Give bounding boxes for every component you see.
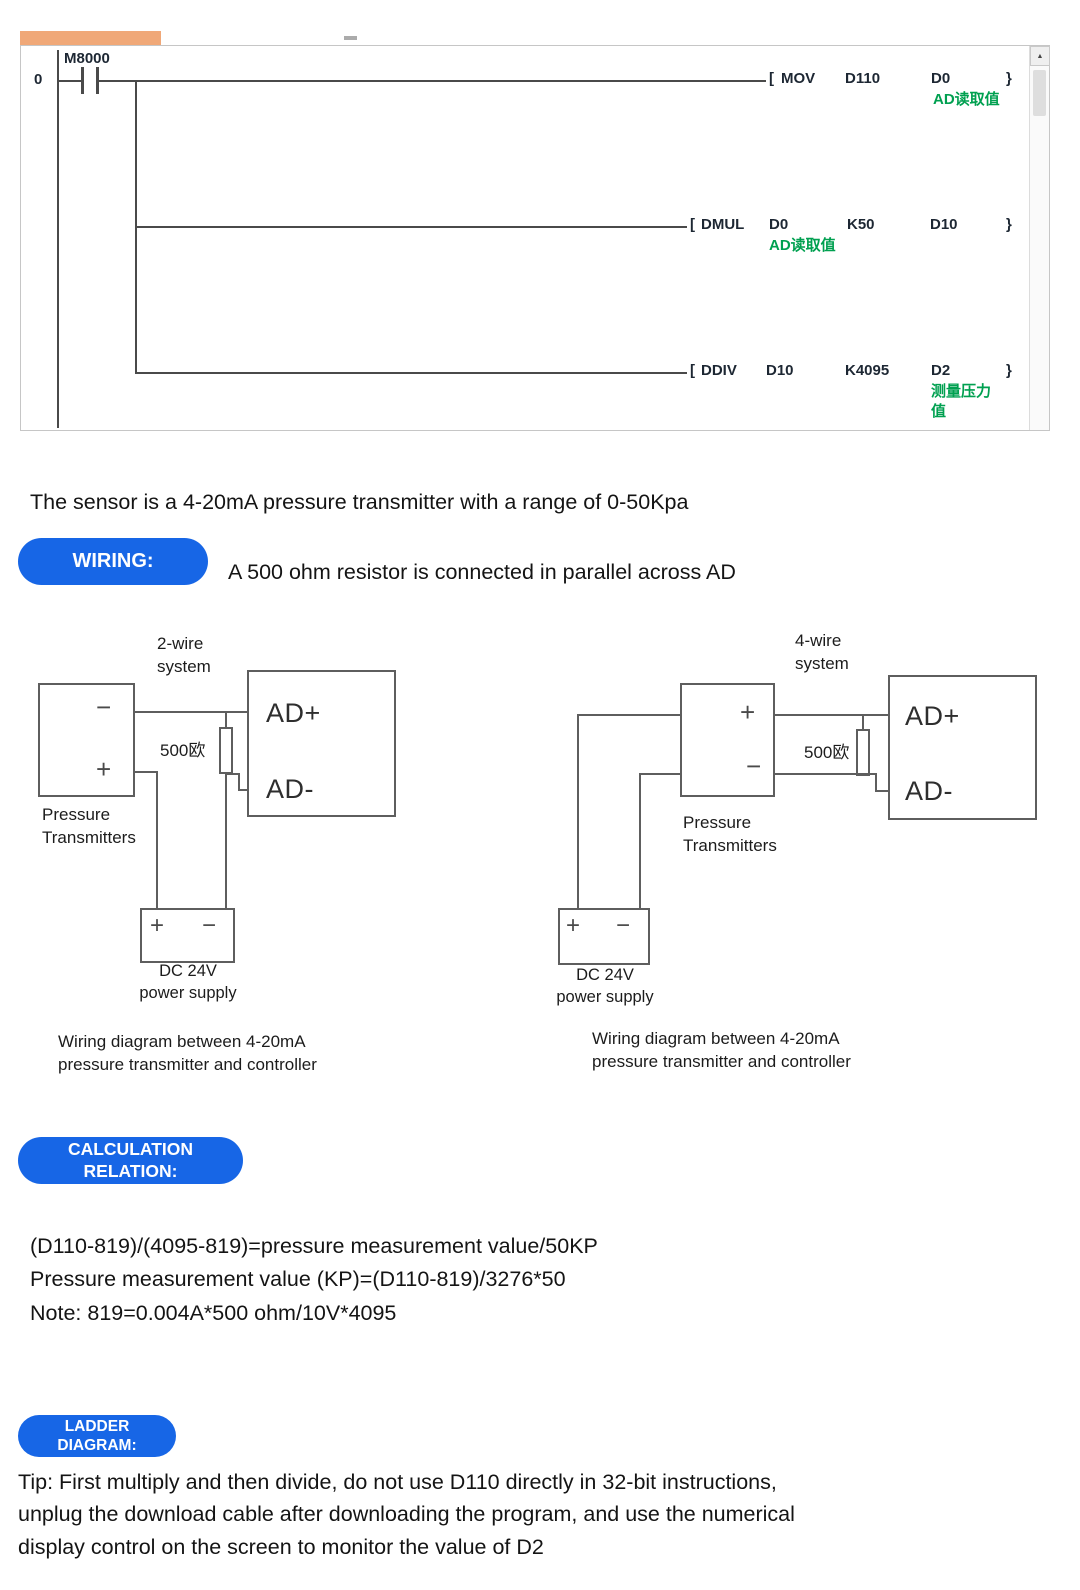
instruction-mnemonic: DDIV bbox=[701, 362, 737, 379]
rung1-wire bbox=[99, 80, 766, 82]
calc-line: Pressure measurement value (KP)=(D110-81… bbox=[30, 1267, 566, 1292]
power-wire-plus-down bbox=[577, 714, 579, 908]
psu-label: DC 24V power supply bbox=[556, 966, 654, 1007]
ad-module-box bbox=[247, 670, 396, 817]
signal-wire bbox=[775, 714, 888, 716]
resistor-500ohm bbox=[856, 729, 870, 776]
pressure-transmitter-box bbox=[38, 683, 135, 797]
power-wire-minus bbox=[640, 773, 680, 775]
ad-minus-jog bbox=[238, 773, 240, 791]
operand: D110 bbox=[845, 70, 881, 87]
signal-wire bbox=[135, 711, 247, 713]
ladder-editor-panel bbox=[20, 45, 1050, 431]
rung1-wire-left bbox=[58, 80, 83, 82]
resistor-500ohm bbox=[219, 727, 233, 774]
operand: K4095 bbox=[845, 362, 890, 379]
operand: D0 bbox=[769, 216, 789, 233]
resistor-label: 500欧 bbox=[804, 743, 850, 762]
resistor-label: 500欧 bbox=[160, 741, 206, 760]
contact-bar-left bbox=[81, 67, 84, 94]
rung-number: 0 bbox=[34, 71, 43, 88]
instruction-mnemonic: DMUL bbox=[701, 216, 745, 233]
power-wire-minus-down bbox=[639, 773, 641, 908]
ladder-diagram-badge: LADDER DIAGRAM: bbox=[18, 1415, 176, 1457]
operand: D0 bbox=[931, 70, 951, 87]
contact-device-label: M8000 bbox=[64, 50, 110, 67]
psu-label: DC 24V power supply bbox=[139, 962, 237, 1003]
calc-line: Note: 819=0.004A*500 ohm/10V*4095 bbox=[30, 1300, 397, 1325]
resistor-lead-top bbox=[862, 714, 864, 730]
power-supply-box bbox=[558, 908, 650, 965]
instr-close-bracket: } bbox=[1006, 70, 1012, 87]
calc-line: (D110-819)/(4095-819)=pressure measureme… bbox=[30, 1234, 598, 1258]
window-tab-highlight[interactable] bbox=[20, 31, 161, 45]
ad-minus-wire bbox=[875, 790, 888, 792]
operand: D10 bbox=[766, 362, 794, 379]
diagram-caption: Wiring diagram between 4-20mA pressure t… bbox=[592, 1029, 851, 1071]
operand: D10 bbox=[930, 216, 958, 233]
psu-minus-terminal: − bbox=[616, 912, 631, 939]
sensor-description: The sensor is a 4-20mA pressure transmit… bbox=[30, 490, 689, 514]
transmitter-label: Pressure Transmitters bbox=[42, 805, 136, 847]
ad-plus-label: AD+ bbox=[905, 701, 960, 731]
transmitter-plus-terminal: + bbox=[96, 754, 112, 784]
resistor-lead-bottom bbox=[226, 773, 240, 775]
scrollbar-thumb[interactable] bbox=[1033, 70, 1046, 116]
instr-close-bracket: } bbox=[1006, 216, 1012, 233]
psu-plus-terminal: + bbox=[566, 912, 581, 939]
transmitter-minus-terminal: − bbox=[746, 751, 762, 781]
tip-line: display control on the screen to monitor… bbox=[18, 1534, 544, 1559]
psu-plus-terminal: + bbox=[150, 912, 165, 939]
wiring-note: A 500 ohm resistor is connected in paral… bbox=[228, 560, 736, 584]
operand: K50 bbox=[847, 216, 875, 233]
transmitter-minus-terminal: − bbox=[96, 692, 112, 722]
scroll-up-icon: ▲ bbox=[1036, 52, 1044, 60]
tip-paragraph: Tip: First multiply and then divide, do … bbox=[18, 1466, 998, 1563]
toolbar-dash bbox=[344, 36, 357, 40]
instr-open-bracket: [ bbox=[690, 216, 695, 233]
ad-minus-label: AD- bbox=[266, 774, 314, 804]
calculation-badge: CALCULATION RELATION: bbox=[18, 1137, 243, 1184]
wiring-badge: WIRING: bbox=[18, 538, 208, 585]
power-wire-plus bbox=[578, 714, 680, 716]
wiring-badge-label: WIRING: bbox=[72, 550, 154, 572]
ad-minus-wire bbox=[238, 789, 248, 791]
psu-minus-terminal: − bbox=[202, 912, 217, 939]
resistor-lead-top bbox=[225, 711, 227, 728]
left-power-rail bbox=[57, 50, 59, 428]
device-comment: AD读取值 bbox=[769, 237, 836, 254]
transmitter-label: Pressure Transmitters bbox=[683, 813, 777, 855]
scroll-up-button[interactable]: ▲ bbox=[1030, 46, 1050, 66]
tip-line: Tip: First multiply and then divide, do … bbox=[18, 1470, 777, 1494]
rung2-wire bbox=[135, 226, 687, 228]
instr-open-bracket: [ bbox=[769, 70, 774, 87]
instruction-mnemonic: MOV bbox=[781, 70, 816, 87]
operand: D2 bbox=[931, 362, 951, 379]
contact-bar-right bbox=[96, 67, 99, 94]
ad-minus-label: AD- bbox=[905, 776, 953, 806]
supply-wire-down bbox=[156, 771, 158, 908]
device-comment: AD读取值 bbox=[933, 91, 1000, 108]
ad-module-box bbox=[888, 675, 1037, 820]
supply-wire bbox=[135, 771, 158, 773]
system-type-label: 2-wire system bbox=[157, 634, 211, 676]
rung3-wire bbox=[135, 372, 687, 374]
device-comment: 测量压力值 bbox=[931, 383, 992, 420]
resistor-lead-bottom bbox=[863, 773, 877, 775]
signal-return-wire bbox=[775, 773, 864, 775]
vertical-scrollbar[interactable]: ▲ bbox=[1029, 46, 1050, 430]
ad-minus-jog bbox=[875, 773, 877, 792]
instr-open-bracket: [ bbox=[690, 362, 695, 379]
power-supply-box bbox=[140, 908, 235, 963]
diagram-caption: Wiring diagram between 4-20mA pressure t… bbox=[58, 1032, 317, 1074]
tip-line: unplug the download cable after download… bbox=[18, 1502, 795, 1527]
ad-plus-label: AD+ bbox=[266, 698, 321, 728]
instr-close-bracket: } bbox=[1006, 362, 1012, 379]
system-type-label: 4-wire system bbox=[795, 631, 849, 673]
transmitter-plus-terminal: + bbox=[740, 697, 756, 727]
pressure-transmitter-box bbox=[680, 683, 775, 797]
calculation-lines: (D110-819)/(4095-819)=pressure measureme… bbox=[30, 1230, 598, 1330]
return-wire-down bbox=[225, 774, 227, 908]
